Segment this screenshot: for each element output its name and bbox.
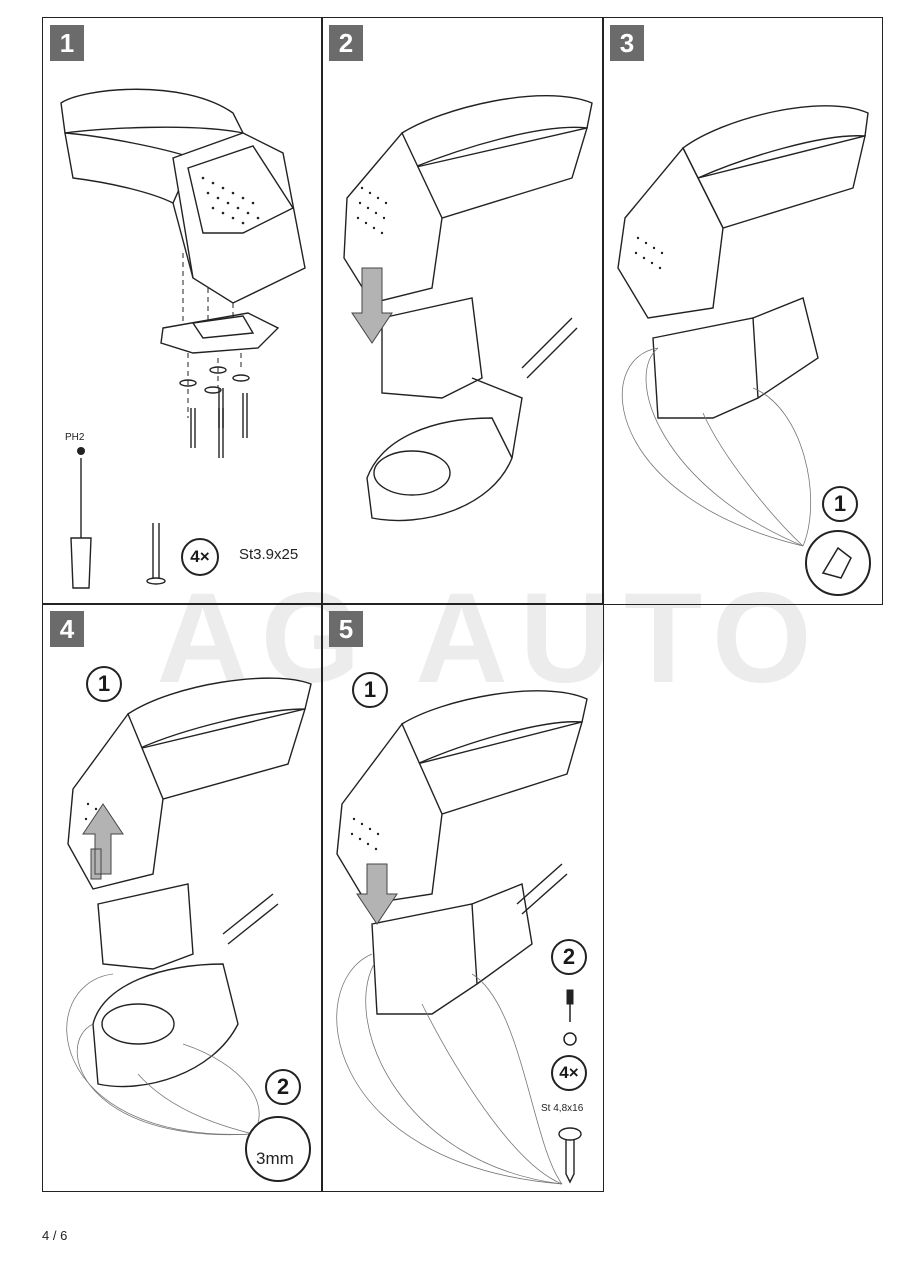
step-1-panel: 1: [42, 17, 323, 605]
screw-spec-label: St 4,8x16: [541, 1103, 584, 1114]
step-1-badge: 1: [50, 25, 84, 61]
step-5-callout-1: 1: [352, 672, 388, 708]
hand-press-icon: [805, 530, 871, 596]
armrest-fasten-illustration: [336, 690, 588, 1185]
step-4-panel: 4 1 2 3mm: [42, 603, 323, 1192]
armrest-clip-illustration: [617, 105, 871, 596]
step-2-panel: 2: [321, 17, 604, 605]
quantity-badge: 4×: [181, 538, 219, 576]
step-4-badge: 4: [50, 611, 84, 647]
page-number: 4 / 6: [42, 1228, 68, 1243]
step-2-badge: 2: [329, 25, 363, 61]
screw-spec-label: St3.9x25: [239, 546, 299, 563]
down-arrow-icon: [356, 863, 398, 925]
screw-icon: [558, 1127, 582, 1184]
step-3-panel: 3 1: [602, 17, 883, 605]
step-4-callout-1: 1: [86, 666, 122, 702]
step-3-badge: 3: [610, 25, 644, 61]
quantity-badge: 4×: [551, 1055, 587, 1091]
down-arrow-icon: [351, 267, 393, 344]
step-5-callout-2: 2: [551, 939, 587, 975]
step-5-badge: 5: [329, 611, 363, 647]
armrest-exploded-illustration: [60, 88, 306, 589]
tool-spec-label: PH2: [65, 432, 85, 443]
screwdriver-icon: [566, 989, 574, 1022]
step-4-callout-2: 2: [265, 1069, 301, 1105]
armrest-lift-illustration: [66, 677, 312, 1182]
step-3-callout-1: 1: [822, 486, 858, 522]
phillips-head-icon: [563, 1032, 577, 1046]
drill-icon: [245, 1116, 311, 1182]
step-5-panel: 5 1 2 4× St 4,: [321, 603, 604, 1192]
up-arrow-icon: [82, 803, 124, 880]
drill-size-label: 3mm: [256, 1149, 294, 1168]
armrest-lower-illustration: [343, 95, 593, 522]
